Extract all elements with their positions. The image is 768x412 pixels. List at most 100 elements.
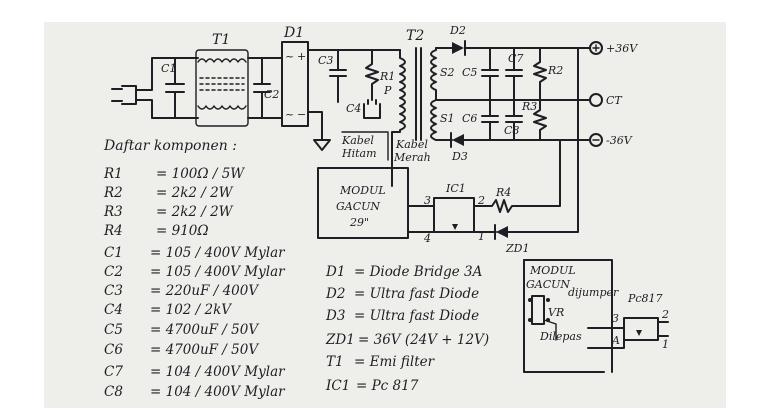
legend-item: = Ultra fast Diode [354,308,479,324]
d1-label: D1 [283,25,304,41]
kabel-hitam-text-1: Kabel [341,134,374,147]
minus-36v-label: -36V [606,134,633,147]
c8-label: C8 [504,124,519,137]
list-item: R2 [103,185,123,201]
plus-36v-label: +36V [606,42,638,55]
resistor-r1 [365,49,379,101]
capacitor-c7 [505,47,523,101]
capacitor-c5 [481,47,499,101]
emi-filter-t1 [195,49,249,127]
list-item: R3 [103,204,123,220]
capacitor-c3 [329,49,347,103]
diode-d3 [450,132,464,148]
resistor-r2 [533,47,547,101]
list-item: = 102 / 2kV [150,302,232,318]
list-item: C4 [104,302,123,318]
list-item: = 4700uF / 50V [150,322,259,338]
zener-zd1 [494,224,508,240]
legend-item: = 36V (24V + 12V) [358,332,489,348]
ic1-led-icon [452,224,458,230]
inset-pin-a: A [611,334,620,347]
capacitor-c6 [481,99,499,141]
modul-gacun-box [317,167,409,239]
ic1-label: IC1 [445,182,466,195]
ic1-pin-2: 2 [477,194,485,207]
terminal-ct [589,93,603,107]
resistor-r4 [473,139,561,213]
list-item: C6 [104,342,123,358]
legend-item: = Pc 817 [356,378,419,394]
c2-leads [261,57,283,119]
inset-pc817-text: Pc817 [627,292,663,305]
inset-jumper-text: dijumper [568,286,619,299]
inset-pin-3: 3 [612,312,619,325]
c7-label: C7 [508,52,523,65]
ic1-pin-4: 4 [423,232,431,245]
capacitor-c1 [165,57,185,119]
modul-text-2: GACUN [336,200,380,213]
p-label: P [383,84,392,97]
list-item: = 105 / 400V Mylar [150,245,286,261]
zd1-label: ZD1 [505,242,529,255]
dc-negative-rail [307,111,323,141]
list-item: C5 [104,322,123,338]
s2-label: S2 [440,66,455,79]
r3-label: R3 [521,100,537,113]
kabel-hitam-wire [341,131,389,161]
zd1-wire-out [507,47,579,233]
c1-leads [174,57,199,119]
c1-label: C1 [161,62,176,75]
legend-item: = Diode Bridge 3A [354,264,483,280]
capacitor-c8 [505,99,523,141]
component-list: R1 = 100Ω / 5W R2 = 2k2 / 2W R3 = 2k2 / … [103,166,286,400]
capacitor-c4 [363,99,381,119]
r1-label: R1 [379,70,395,83]
ic1-optocoupler [433,197,475,233]
list-item: R4 [103,223,123,239]
modul-text-3: 29" [349,216,369,229]
diode-d2 [452,40,466,56]
resistor-r3 [533,99,547,141]
list-item: = 910Ω [156,223,209,239]
legend-item: D3 [325,308,345,324]
transformer-t2 [391,47,437,187]
terminal-minus-36v [589,133,603,147]
modul-text-1: MODUL [339,184,386,197]
legend-item: IC1 [325,378,350,394]
kabel-merah-text-2: Merah [393,151,431,164]
inset-pin-2: 2 [661,308,669,321]
terminal-plus-36v [589,41,603,55]
c4-label: C4 [346,102,361,115]
c2-label: C2 [264,88,279,101]
ct-label: CT [606,94,623,107]
capacitor-c2 [253,57,271,119]
jumper-inset [523,259,669,373]
list-item: R1 [103,166,123,182]
legend-item: ZD1 [325,332,355,348]
legend-item: D1 [325,264,345,280]
ac-plug-icon [111,85,145,105]
ic1-input-wires [407,205,435,233]
list-item: C8 [104,384,123,400]
list-item: = 100Ω / 5W [156,166,245,182]
inset-vr-text: VR [548,306,564,319]
c5-label: C5 [462,66,477,79]
list-item: = 104 / 400V Mylar [150,384,286,400]
list-item: C1 [104,245,123,261]
inset-dilepas-text: Dilepas [539,330,582,343]
r2-label: R2 [547,64,563,77]
svg-text:~: ~ [285,50,294,63]
s1-label: S1 [440,112,455,125]
inset-pin-1: 1 [662,338,669,351]
d3-label: D3 [451,150,468,163]
kabel-merah-text-1: Kabel [395,138,428,151]
inset-gacun-text: GACUN [526,278,570,291]
d2-label: D2 [449,24,466,37]
legend-list: D1 = Diode Bridge 3A D2 = Ultra fast Dio… [325,264,489,394]
list-item: C7 [104,364,123,380]
legend-item: = Emi filter [354,354,436,370]
list-item: = 104 / 400V Mylar [150,364,286,380]
t1-label: T1 [212,32,230,48]
